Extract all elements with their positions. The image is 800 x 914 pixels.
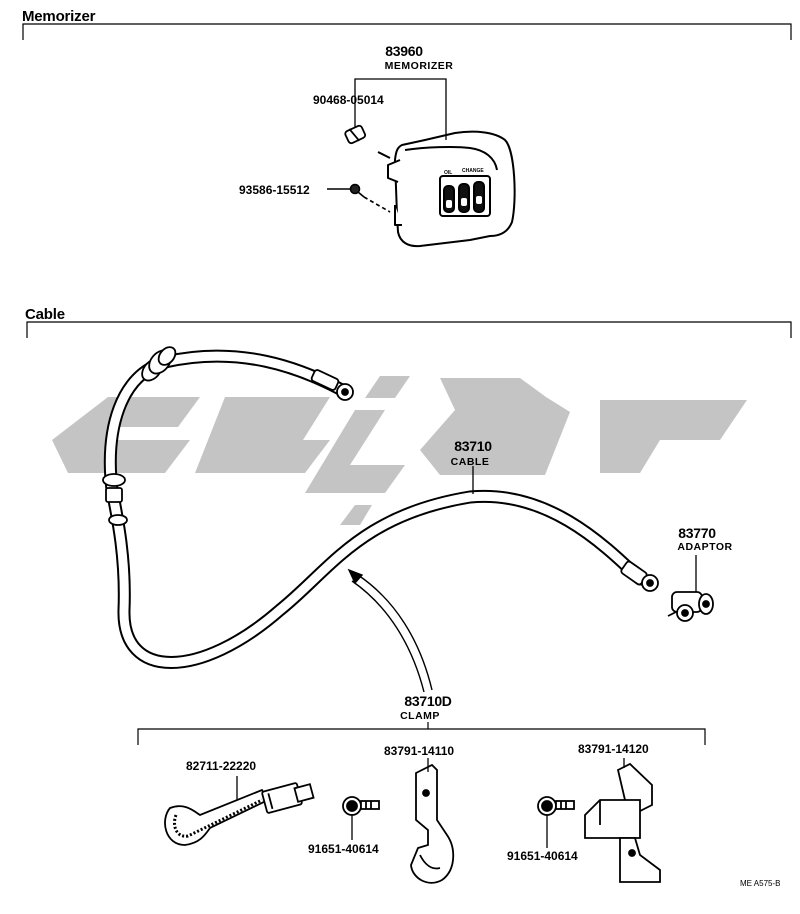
clamp-group-bracket [137,722,706,745]
label-83960-name: MEMORIZER [384,60,454,72]
label-83960-number: 83960 [385,43,423,59]
bolt-91651-right-drawing [537,796,575,816]
label-83710-number: 83710 [454,438,492,454]
cable-lower-end-fitting [620,560,659,592]
label-93586: 93586-15512 [239,183,310,197]
label-83791-14120: 83791-14120 [578,742,649,756]
label-82711: 82711-22220 [186,759,257,773]
bolt-91651-left-drawing [342,796,380,816]
memorizer-unit-drawing [377,130,516,248]
label-83710D-name: CLAMP [400,710,440,722]
label-83791-14110: 83791-14110 [384,744,455,758]
label-90468: 90468-05014 [313,93,384,107]
section-bracket-cable [26,321,792,338]
memorizer-face-oil-label: OIL [444,170,452,176]
memorizer-face-change-label: CHANGE [462,168,484,174]
cable-clip-ring [102,473,128,526]
cable-upper-end-fitting [310,369,354,401]
label-91651-left: 91651-40614 [308,842,379,856]
label-91651-right: 91651-40614 [507,849,578,863]
label-83770-number: 83770 [678,525,716,541]
cable-grommet [141,346,177,382]
watermark-logo [52,376,747,525]
diagram-code: ME A575-B [740,879,781,888]
bracket-83791-14120-drawing [584,762,661,883]
section-title-memorizer: Memorizer [22,8,96,25]
memorizer-leader-lines [354,78,447,140]
plug-90468-drawing [344,124,367,145]
label-83770-name: ADAPTOR [677,541,733,553]
clamp-location-arrow [347,568,433,693]
bracket-83791-14110-drawing [410,763,455,884]
section-bracket-memorizer [22,23,792,40]
screw-93586-drawing [327,183,391,213]
label-83710-name: CABLE [450,456,490,468]
adaptor-83770-drawing [667,591,714,622]
label-83710D-number: 83710D [404,693,452,709]
section-title-cable: Cable [25,306,65,323]
band-clamp-82711-drawing [164,782,315,846]
